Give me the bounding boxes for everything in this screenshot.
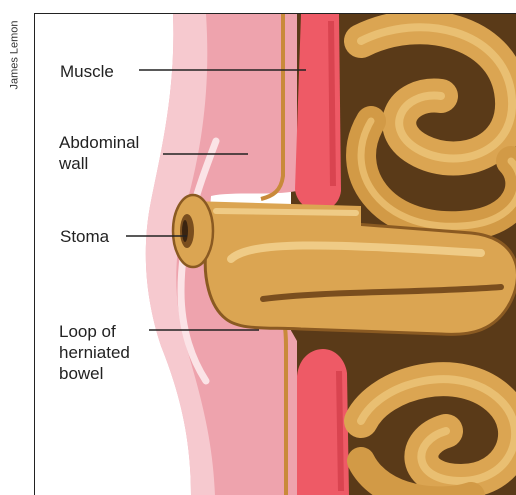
stoma-label: Stoma [60, 226, 109, 247]
stoma-hernia-illustration [35, 14, 516, 495]
illustrator-credit: James Lemon [0, 0, 30, 110]
loop-label: Loop of herniated bowel [59, 321, 130, 384]
bowel-to-stoma [191, 201, 361, 241]
credit-text: James Lemon [9, 20, 21, 89]
diagram-frame: Muscle Abdominal wall Stoma Loop of hern… [34, 13, 516, 495]
muscle-upper-shade [331, 21, 333, 186]
stoma-lumen [182, 220, 188, 242]
bowel-tube-highlight [216, 211, 356, 213]
muscle-lower-shade [339, 371, 341, 491]
abdominal-wall-label: Abdominal wall [59, 132, 139, 174]
muscle-label: Muscle [60, 61, 114, 82]
